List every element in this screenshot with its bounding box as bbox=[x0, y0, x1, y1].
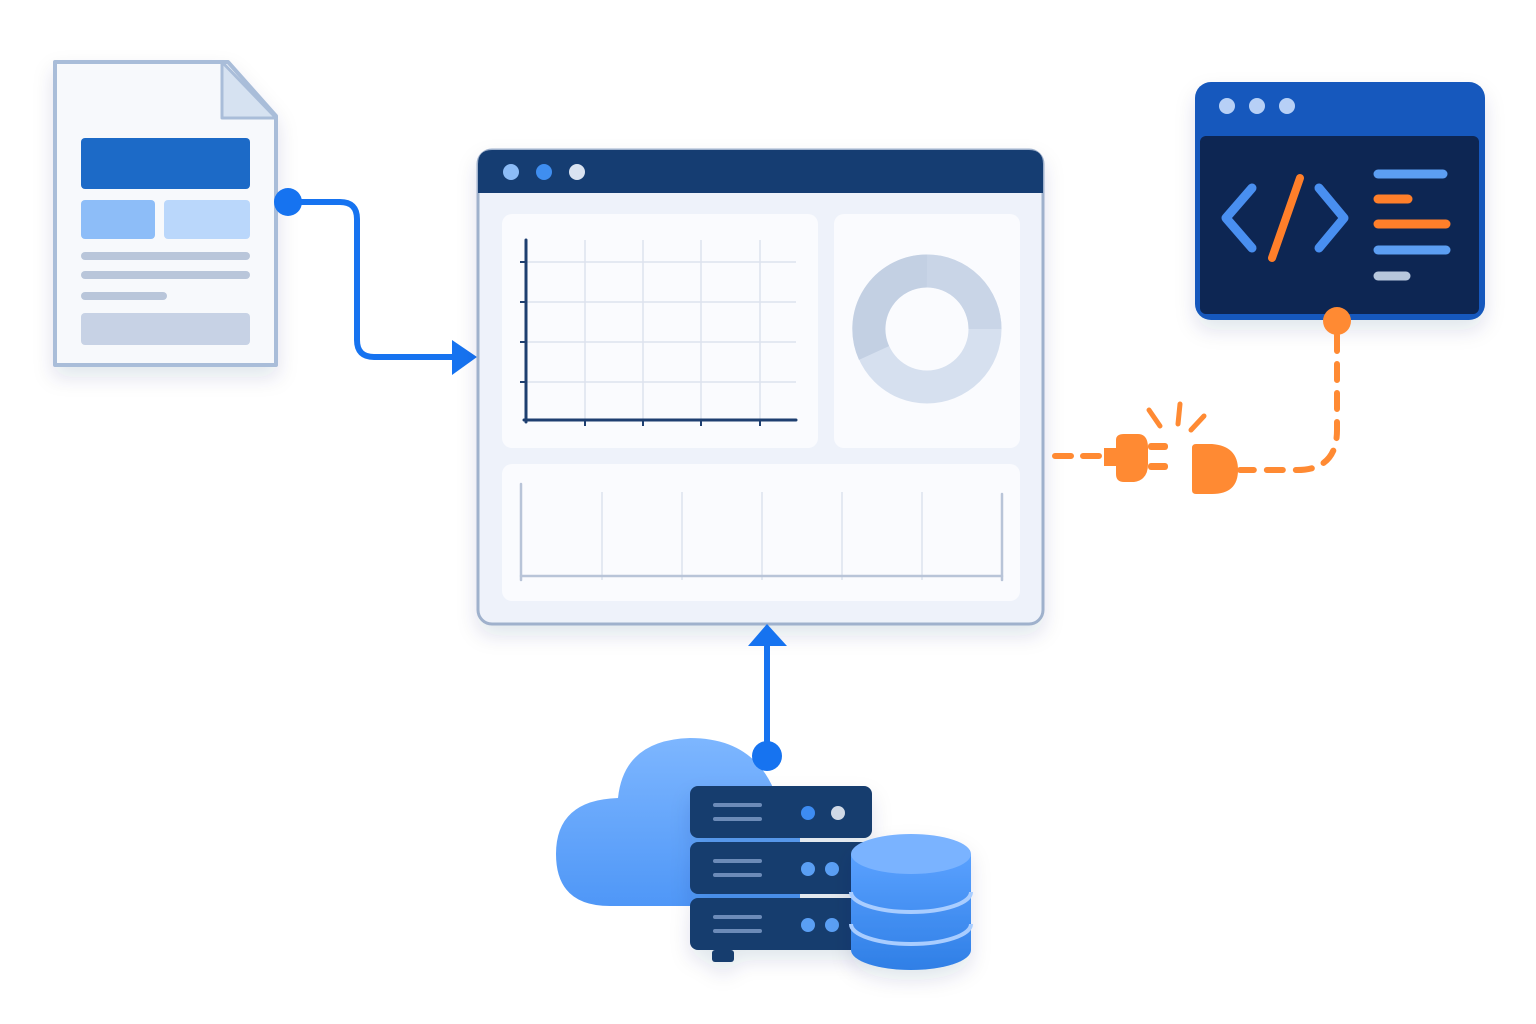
grid-chart-icon bbox=[526, 240, 796, 420]
dashboard-window[interactable] bbox=[476, 148, 1045, 626]
arrow-head-icon bbox=[748, 624, 787, 646]
code-lines-icon bbox=[1373, 169, 1451, 281]
connector-code-to-dashboard bbox=[1052, 307, 1351, 494]
server-rack-icon bbox=[690, 786, 872, 962]
document-text-line bbox=[81, 252, 250, 260]
grid-chart-panel bbox=[502, 214, 818, 448]
window-dot-icon bbox=[1219, 98, 1235, 114]
code-window[interactable] bbox=[1195, 82, 1485, 320]
document-block-right bbox=[164, 200, 250, 239]
document-footer-block bbox=[81, 313, 250, 345]
code-brackets-icon bbox=[1221, 174, 1349, 262]
document-text-line bbox=[81, 292, 167, 300]
status-light-icon bbox=[801, 862, 815, 876]
connector-start-dot bbox=[1323, 307, 1351, 335]
spark-icon bbox=[1146, 401, 1207, 433]
timeline-chart-panel bbox=[502, 464, 1020, 601]
status-light-icon bbox=[825, 918, 839, 932]
status-light-icon bbox=[801, 918, 815, 932]
status-light-icon bbox=[831, 806, 845, 820]
document-header-block bbox=[81, 138, 250, 189]
connector-end-dot bbox=[752, 741, 782, 771]
connector-cloud-to-dashboard bbox=[748, 624, 787, 759]
grid-chart-ticks bbox=[520, 261, 761, 426]
window-dot-icon bbox=[1279, 98, 1295, 114]
window-dot-icon bbox=[569, 164, 585, 180]
status-light-icon bbox=[825, 862, 839, 876]
connector-document-to-dashboard bbox=[274, 188, 477, 375]
dashboard-titlebar bbox=[478, 150, 1043, 193]
timeline-chart-icon bbox=[519, 482, 1004, 582]
grid-chart-axes bbox=[522, 238, 798, 424]
document-text-line bbox=[81, 271, 250, 279]
database-icon bbox=[849, 834, 973, 970]
connector-start-dot bbox=[274, 188, 302, 216]
arrow-head-icon bbox=[452, 340, 477, 375]
document-block-left bbox=[81, 200, 155, 239]
cloud-servers-node[interactable] bbox=[556, 738, 973, 970]
window-dot-icon bbox=[536, 164, 552, 180]
status-light-icon bbox=[801, 806, 815, 820]
donut-chart-icon bbox=[852, 254, 1002, 404]
window-dot-icon bbox=[503, 164, 519, 180]
window-dot-icon bbox=[1249, 98, 1265, 114]
document-corner-fold bbox=[220, 60, 278, 120]
plug-icon bbox=[1104, 434, 1238, 494]
document-node[interactable] bbox=[53, 60, 278, 367]
